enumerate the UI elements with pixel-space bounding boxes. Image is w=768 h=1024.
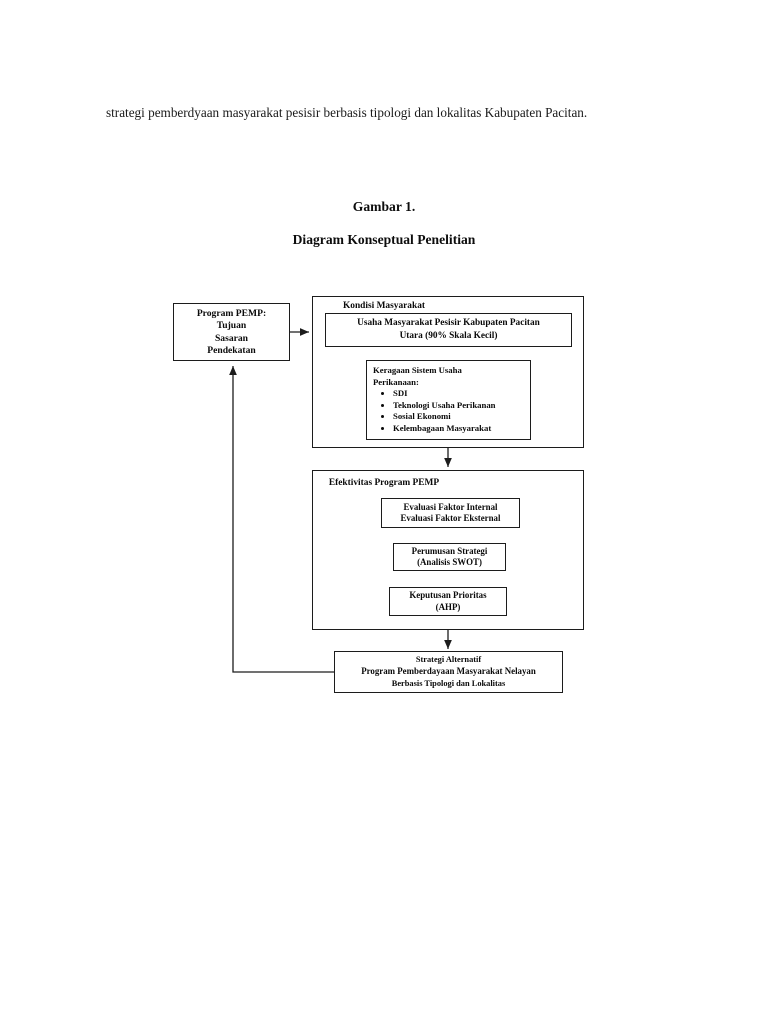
list-item: SDI: [393, 388, 530, 400]
node-strategi-alternatif: Strategi Alternatif Program Pemberdayaan…: [334, 651, 563, 693]
usaha-line-1: Usaha Masyarakat Pesisir Kabupaten Pacit…: [357, 318, 540, 329]
evaluasi-line-internal: Evaluasi Faktor Internal: [403, 501, 498, 512]
strategi-line-2: Program Pemberdayaan Masyarakat Nelayan: [361, 666, 536, 677]
perumusan-line-1: Perumusan Strategi: [411, 545, 488, 556]
perumusan-line-2: (Analisis SWOT): [417, 557, 482, 567]
program-pemp-line-sasaran: Sasaran: [214, 332, 249, 344]
keragaan-heading-line-1: Keragaan Sistem Usaha: [373, 365, 462, 375]
connector-feedback-loop: [229, 366, 334, 673]
keragaan-heading-line-2: Perikanaan:: [373, 376, 419, 387]
list-item: Teknologi Usaha Perikanan: [393, 400, 530, 412]
keputusan-line-2: (AHP): [435, 601, 461, 612]
node-keputusan-prioritas: Keputusan Prioritas (AHP): [389, 587, 507, 616]
list-item: Kelembagaan Masyarakat: [393, 423, 530, 435]
node-keragaan-sistem-usaha: Keragaan Sistem Usaha Perikanaan: SDI Te…: [366, 360, 531, 440]
strategi-line-3: Berbasis Tipologi dan Lokalitas: [391, 678, 506, 688]
node-evaluasi-faktor: Evaluasi Faktor Internal Evaluasi Faktor…: [381, 498, 520, 528]
body-paragraph: strategi pemberdyaan masyarakat pesisir …: [106, 105, 588, 120]
evaluasi-line-eksternal: Evaluasi Faktor Eksternal: [400, 513, 501, 523]
program-pemp-line-pendekatan: Pendekatan: [207, 344, 256, 356]
node-usaha-masyarakat-pesisir: Usaha Masyarakat Pesisir Kabupaten Pacit…: [325, 313, 572, 347]
program-pemp-title: Program PEMP:: [196, 307, 267, 319]
efektivitas-title: Efektivitas Program PEMP: [328, 478, 440, 488]
node-perumusan-strategi: Perumusan Strategi (Analisis SWOT): [393, 543, 506, 571]
kondisi-masyarakat-title: Kondisi Masyarakat: [342, 301, 426, 311]
node-program-pemp: Program PEMP: Tujuan Sasaran Pendekatan: [173, 303, 290, 361]
figure-caption-number: Gambar 1.: [352, 199, 416, 214]
keragaan-item-list: SDI Teknologi Usaha Perikanan Sosial Eko…: [373, 388, 530, 434]
list-item: Sosial Ekonomi: [393, 411, 530, 423]
program-pemp-line-tujuan: Tujuan: [216, 320, 247, 332]
keputusan-line-1: Keputusan Prioritas: [409, 590, 487, 601]
usaha-line-2: Utara (90% Skala Kecil): [399, 331, 498, 341]
figure-caption-title: Diagram Konseptual Penelitian: [292, 232, 476, 247]
strategi-line-1: Strategi Alternatif: [415, 655, 482, 665]
